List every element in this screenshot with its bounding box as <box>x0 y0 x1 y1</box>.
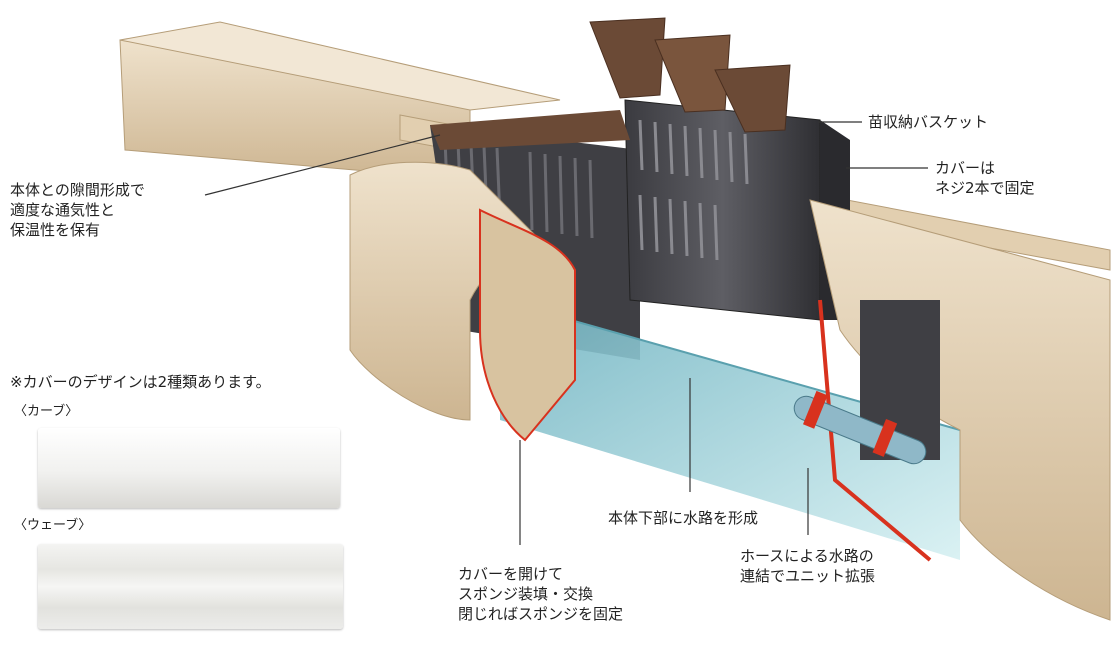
cover-design-wave-label: 〈ウェーブ〉 <box>14 518 92 533</box>
label-sponge: カバーを開けて スポンジ装填・交換 閉じればスポンジを固定 <box>458 565 624 623</box>
label-gap: 本体との隙間形成で 適度な通気性と 保温性を保有 <box>10 181 145 239</box>
cover-design-curve-image <box>38 428 340 508</box>
open-cover-left-inner <box>479 208 576 442</box>
cover-design-wave-image <box>38 544 343 629</box>
hose-connector <box>793 390 927 465</box>
soil-pot-1 <box>589 17 666 99</box>
label-waterway: 本体下部に水路を形成 <box>608 509 759 527</box>
leader-gap <box>204 134 441 196</box>
cover-design-note: ※カバーのデザインは2種類あります。 <box>10 373 271 391</box>
soil-pot-3 <box>714 64 791 133</box>
cover-design-curve-label: 〈カーブ〉 <box>14 404 79 419</box>
soil-pot-2 <box>654 34 731 113</box>
cut-edge-red <box>818 299 932 562</box>
label-cover-screw: カバーは ネジ2本で固定 <box>935 159 1035 197</box>
label-hose: ホースによる水路の 連結でユニット拡張 <box>740 547 876 585</box>
label-basket: 苗収納バスケット <box>868 113 989 131</box>
water-channel <box>500 300 960 560</box>
soil-strip <box>430 110 630 150</box>
trough-back-left-top <box>119 21 561 111</box>
